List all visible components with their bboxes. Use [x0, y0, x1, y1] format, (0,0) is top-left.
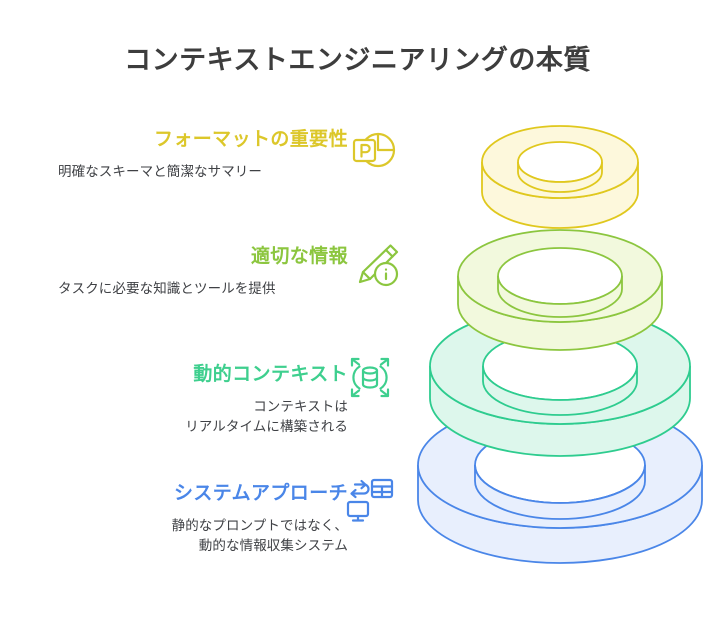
pencil-info-icon	[348, 236, 404, 292]
feature-heading-dynamic-context: 動的コンテキスト	[193, 364, 348, 385]
feature-description-dynamic-context: コンテキストは リアルタイムに構築される	[58, 397, 348, 438]
feature-description-line: 静的なプロンプトではなく、	[171, 517, 348, 533]
feature-heading-information: 適切な情報	[250, 246, 348, 267]
feature-item-system-approach: システムアプローチ 静的なプロンプトではなく、 動的な情報収集システム	[58, 482, 348, 556]
feature-description-line: タスクに必要な知識とツールを提供	[58, 280, 276, 296]
feature-description-system-approach: 静的なプロンプトではなく、 動的な情報収集システム	[58, 516, 348, 557]
feature-heading-format: フォーマットの重要性	[153, 129, 348, 150]
powerpoint-pie-icon	[346, 122, 402, 178]
stacked-rings-diagram	[400, 100, 715, 620]
feature-item-dynamic-context: 動的コンテキスト コンテキストは リアルタイムに構築される	[58, 363, 348, 437]
feature-description-information: タスクに必要な知識とツールを提供	[58, 279, 348, 299]
feature-description-line: リアルタイムに構築される	[185, 418, 348, 434]
feature-description-line: コンテキストは	[253, 398, 348, 414]
ring-format-importance	[481, 125, 639, 229]
feature-heading-system-approach: システムアプローチ	[173, 483, 348, 504]
page-title: コンテキストエンジニアリングの本質	[124, 45, 591, 75]
feature-description-line: 動的な情報収集システム	[198, 537, 348, 553]
database-expand-icon	[342, 350, 398, 406]
monitor-table-sync-icon	[342, 472, 398, 528]
feature-item-information: 適切な情報 タスクに必要な知識とツールを提供	[58, 245, 348, 299]
feature-description-line: 明確なスキーマと簡潔なサマリー	[58, 163, 262, 179]
ring-appropriate-information	[457, 229, 663, 351]
feature-description-format: 明確なスキーマと簡潔なサマリー	[58, 162, 348, 182]
feature-item-format: フォーマットの重要性 明確なスキーマと簡潔なサマリー	[58, 128, 348, 182]
